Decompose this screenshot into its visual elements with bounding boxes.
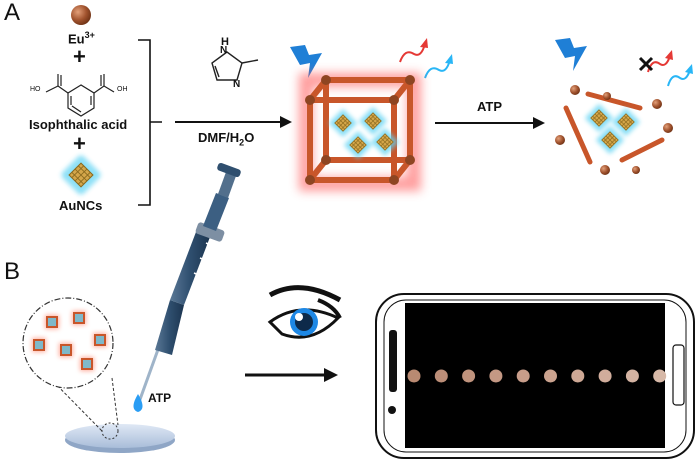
pipette	[136, 162, 241, 406]
phone-camera	[388, 406, 396, 414]
eu-ion-sphere	[71, 5, 91, 25]
paper-disc	[65, 424, 175, 448]
test-spot	[571, 369, 585, 383]
red-emission-icon	[399, 43, 426, 63]
lightning-icon-2	[555, 38, 587, 71]
test-spot	[462, 369, 476, 383]
blue-emission-icon-2	[667, 69, 691, 87]
cross-icon	[638, 56, 654, 72]
test-spot	[544, 369, 557, 383]
atp-droplet	[133, 394, 143, 412]
imidazole-n-label: N	[233, 79, 241, 90]
conditions-label: DMF/H2O	[198, 130, 255, 148]
phone-speaker	[389, 330, 397, 392]
phone-home-button	[672, 344, 685, 406]
test-spot-row	[407, 369, 667, 383]
test-spot	[598, 369, 612, 383]
mof-particles	[32, 311, 107, 371]
panel-label-a: A	[4, 0, 21, 26]
test-spot	[653, 369, 667, 383]
test-spot	[489, 369, 503, 383]
plus-sign-2: +	[73, 131, 86, 156]
phone-screen	[405, 303, 665, 448]
acid-hydroxyl-left: HO	[30, 86, 41, 93]
eu-mof-framework	[299, 73, 421, 191]
test-spot	[625, 369, 639, 383]
blue-emission-icon	[424, 59, 451, 79]
collapsed-framework	[555, 85, 673, 175]
test-spot	[516, 369, 530, 383]
test-spot	[407, 369, 421, 383]
panel-label-b: B	[4, 258, 21, 285]
atp-label-bottom: ATP	[148, 391, 172, 405]
isophthalic-acid-label: Isophthalic acid	[29, 117, 128, 132]
eye-icon	[267, 285, 342, 339]
reactant-bracket	[138, 39, 162, 206]
test-spot	[434, 369, 448, 383]
plus-sign-1: +	[73, 44, 86, 69]
lightning-icon	[290, 45, 322, 78]
acid-hydroxyl-right: OH	[117, 86, 128, 93]
atp-label-top: ATP	[477, 99, 503, 114]
methylimidazole-structure	[211, 51, 259, 81]
eu-label: Eu3+	[68, 30, 95, 47]
zoom-spot	[101, 422, 119, 440]
isophthalic-acid-structure	[45, 74, 115, 117]
imidazole-h-label: H	[221, 36, 229, 48]
aunc-label: AuNCs	[59, 198, 103, 213]
smartphone	[375, 293, 695, 459]
imidazole-n-h-label: N	[220, 45, 228, 56]
quenched-red-emission-icon	[647, 55, 671, 73]
